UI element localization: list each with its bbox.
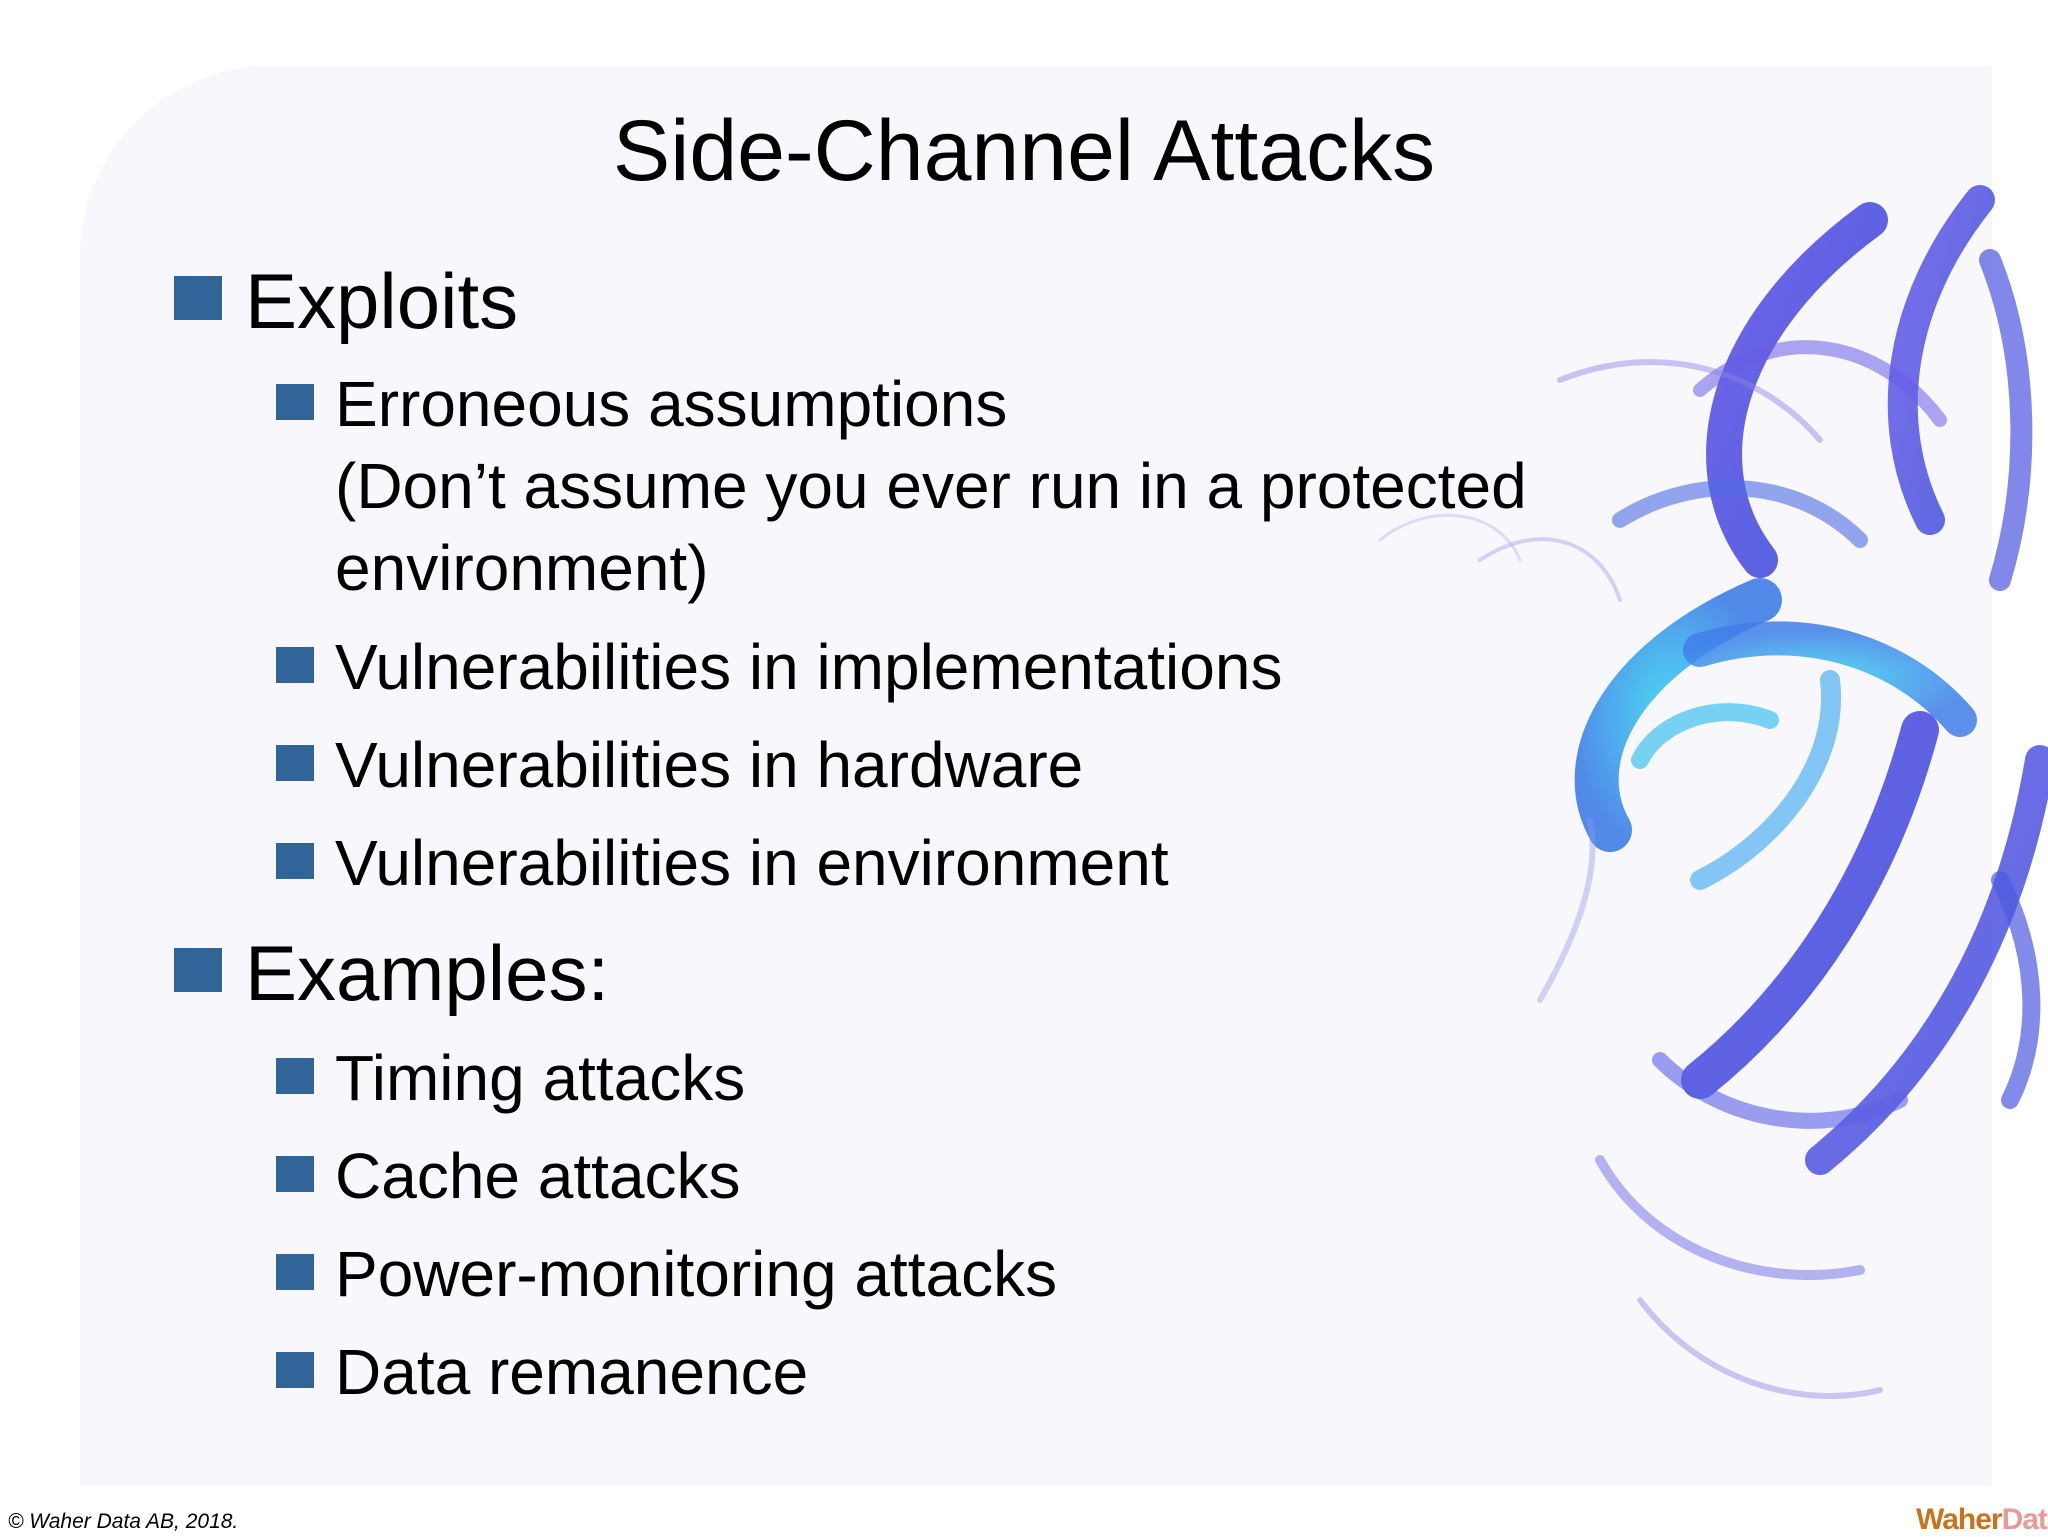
logo-text-a: Waher — [1916, 1503, 2003, 1536]
sub-bullet-line: Vulnerabilities in hardware — [335, 729, 1084, 801]
sub-bullet-square-icon — [276, 647, 314, 683]
sub-bullet-line: (Don’t assume you ever run in a protecte… — [335, 450, 1527, 522]
sub-bullet-square-icon — [276, 1352, 314, 1388]
bullet-square-icon — [174, 276, 222, 320]
sub-bullet-line: Erroneous assumptions — [335, 368, 1008, 440]
sub-bullet-square-icon — [276, 745, 314, 781]
bullet-square-icon — [174, 948, 222, 992]
logo-text-b: Data — [2001, 1503, 2048, 1536]
slide-background — [80, 66, 1992, 1486]
sub-bullet-square-icon — [276, 384, 314, 420]
sub-bullet-line: Vulnerabilities in environment — [335, 827, 1169, 899]
sub-bullet-line: Timing attacks — [335, 1042, 746, 1114]
sub-bullet-square-icon — [276, 1254, 314, 1290]
sub-bullet-square-icon — [276, 1058, 314, 1094]
sub-bullet-line: Vulnerabilities in implementations — [335, 631, 1283, 703]
sub-bullet-square-icon — [276, 843, 314, 879]
sub-bullet-line: environment) — [335, 532, 709, 604]
bullet-heading-exploits: Exploits — [245, 257, 519, 345]
sub-bullet-line: Power-monitoring attacks — [335, 1238, 1058, 1310]
sub-bullet-line: Cache attacks — [335, 1140, 741, 1212]
slide-title: Side-Channel Attacks — [612, 103, 1436, 199]
copyright-footer: © Waher Data AB, 2018. — [8, 1510, 239, 1533]
sub-bullet-square-icon — [276, 1156, 314, 1192]
sub-bullet-line: Data remanence — [335, 1336, 809, 1408]
bullet-heading-examples: Examples: — [245, 929, 610, 1017]
